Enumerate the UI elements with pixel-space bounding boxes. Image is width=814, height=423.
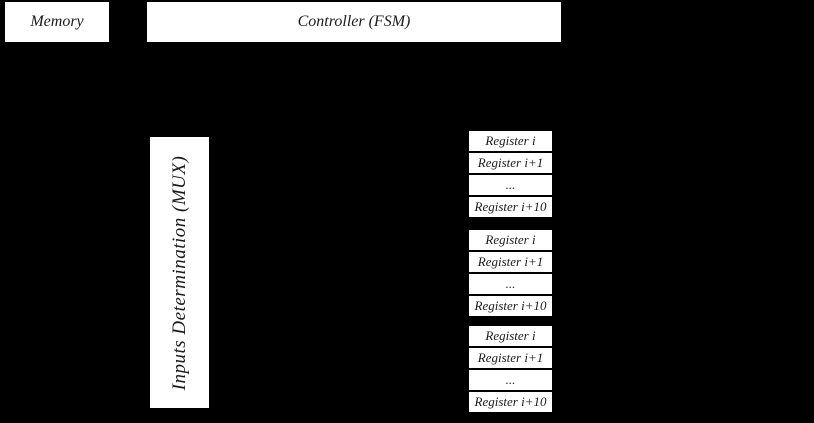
register-cell-ellipsis: ...: [468, 174, 553, 196]
register-group-3: Register i Register i+1 ... Register i+1…: [468, 325, 553, 413]
controller-fsm-box: Controller (FSM): [146, 1, 562, 43]
register-group-1: Register i Register i+1 ... Register i+1…: [468, 130, 553, 218]
memory-label: Memory: [30, 13, 84, 30]
register-cell: Register i+1: [468, 152, 553, 174]
controller-fsm-label: Controller (FSM): [297, 13, 411, 30]
register-cell-ellipsis: ...: [468, 273, 553, 295]
memory-box: Memory: [4, 1, 110, 43]
register-cell-ellipsis: ...: [468, 369, 553, 391]
inputs-determination-mux-label: Inputs Determination (MUX): [168, 155, 190, 390]
register-cell: Register i+1: [468, 347, 553, 369]
register-cell: Register i+1: [468, 251, 553, 273]
register-cell: Register i: [468, 130, 553, 152]
register-cell: Register i: [468, 229, 553, 251]
register-cell: Register i+10: [468, 196, 553, 218]
register-cell: Register i: [468, 325, 553, 347]
register-group-2: Register i Register i+1 ... Register i+1…: [468, 229, 553, 317]
inputs-determination-mux-box: Inputs Determination (MUX): [149, 136, 210, 409]
register-cell: Register i+10: [468, 295, 553, 317]
register-cell: Register i+10: [468, 391, 553, 413]
